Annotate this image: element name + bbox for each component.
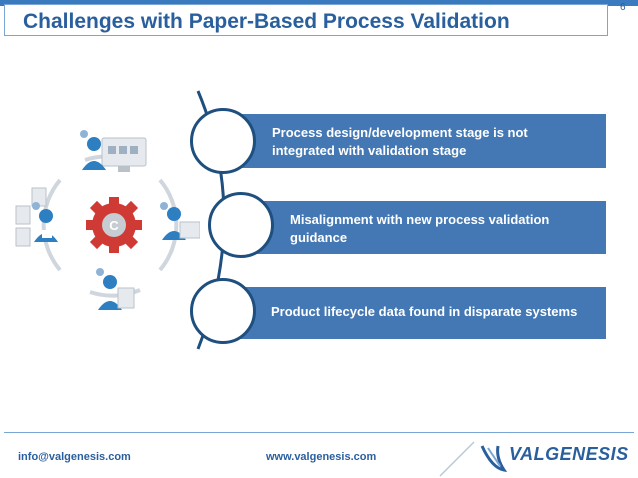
challenge-1-line-1: Process design/development stage is not [272,125,528,140]
challenge-circle-3 [190,278,256,344]
top-accent-band [0,0,638,6]
page-number: 6 [620,2,626,13]
footer-divider [4,432,634,433]
valgenesis-logo-text: VALGENESIS [509,444,629,464]
challenge-circle-1 [190,108,256,174]
challenge-banner-3: Product lifecycle data found in disparat… [234,287,606,339]
laptop-user-icon [160,202,200,240]
slide-title: Challenges with Paper-Based Process Vali… [23,10,510,33]
challenge-3-line-1: Product lifecycle data found in disparat… [271,304,578,319]
footer-email[interactable]: info@valgenesis.com [18,451,131,463]
cycle-arc-left [41,178,62,272]
challenge-circle-2 [208,192,274,258]
report-user-icon [96,268,135,310]
monitor-user-icon [80,130,147,172]
document-user-icon [15,187,58,247]
gear-letter: C [109,218,119,233]
challenge-banner-1: Process design/development stage is not … [234,114,606,168]
cycle-arc-right [158,178,179,272]
challenge-1-line-2: integrated with validation stage [272,143,467,158]
cycle-arc-bottom [89,288,141,298]
valgenesis-logo-mark [480,445,508,473]
footer-website[interactable]: www.valgenesis.com [266,451,377,463]
challenge-2-line-1: Misalignment with new process validation [290,212,550,227]
footer-diagonal-accent [439,441,475,477]
challenge-banner-2: Misalignment with new process validation… [234,201,606,254]
gear-icon: C [86,197,142,253]
challenge-2-line-2: guidance [290,230,348,245]
title-bar: Challenges with Paper-Based Process Vali… [4,4,608,36]
workflow-illustration: C [15,130,200,310]
